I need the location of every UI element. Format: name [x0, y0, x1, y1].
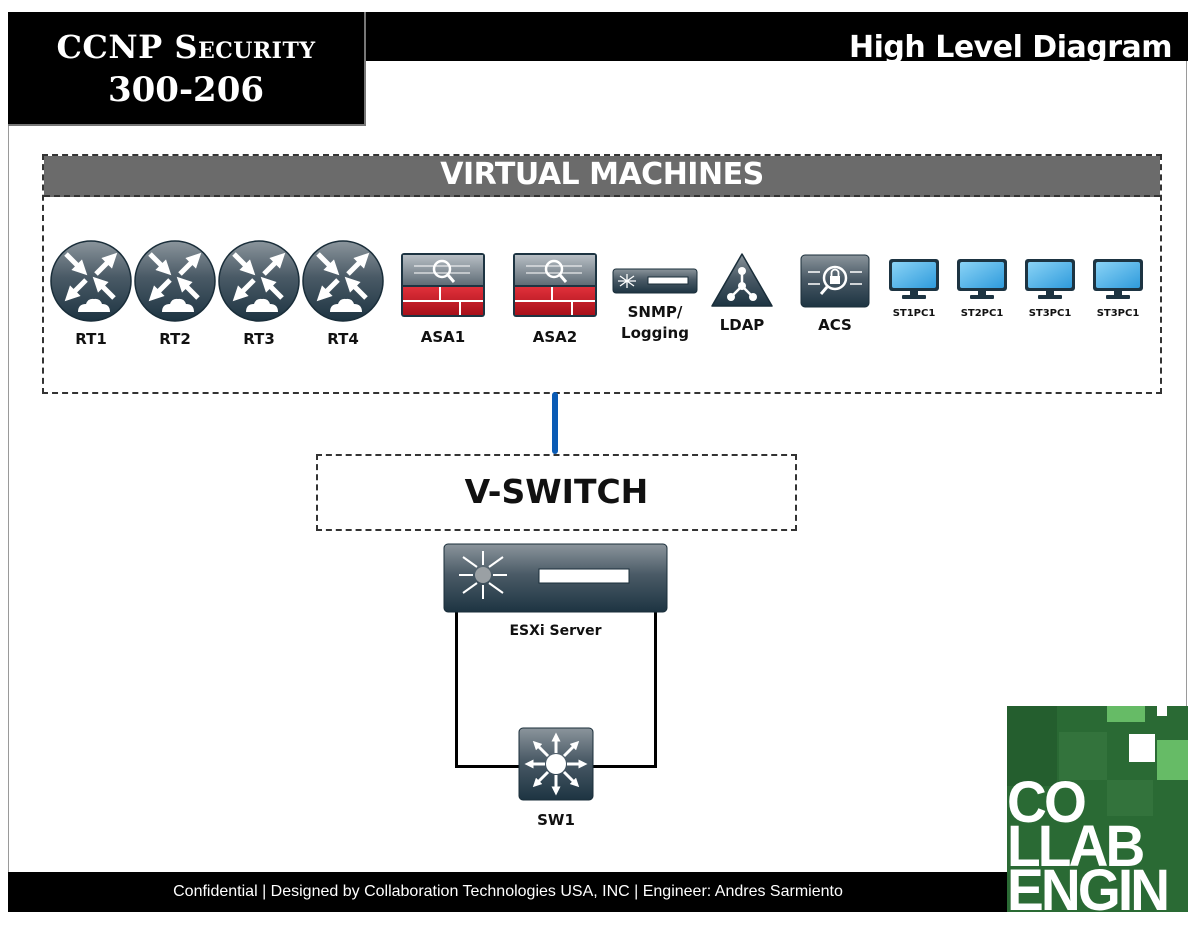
device-asa2[interactable]: ASA2: [512, 252, 598, 346]
layer3-switch-icon: [518, 727, 594, 801]
vswitch-label: V-SWITCH: [464, 472, 649, 511]
access-control-server-icon: [800, 254, 870, 308]
logo-tile: [1157, 740, 1188, 780]
logo-tile: [1157, 706, 1167, 716]
device-label: RT1: [75, 330, 107, 348]
device-rt1[interactable]: RT1: [50, 240, 132, 348]
device-rt2[interactable]: RT2: [134, 240, 216, 348]
logo-tile: [1129, 734, 1155, 762]
device-label: ST3PC1: [1028, 308, 1072, 319]
device-label-line2: Logging: [621, 324, 689, 342]
device-st3pc1-second[interactable]: ST3PC1: [1092, 258, 1144, 319]
pc-monitor-icon: [957, 259, 1007, 299]
device-rt4[interactable]: RT4: [302, 240, 384, 348]
router-icon: [302, 240, 384, 322]
logo-tile: [1107, 706, 1145, 722]
course-title: CCNP Security: [56, 28, 316, 66]
device-snmp-logging[interactable]: SNMP/ Logging: [612, 268, 698, 342]
device-label: SW1: [537, 811, 575, 829]
logo-text-line3: ENGIN: [1007, 858, 1170, 913]
course-code: 300-206: [107, 70, 265, 110]
logo-text-line2: LLAB: [1007, 814, 1145, 879]
device-label: ST1PC1: [892, 308, 936, 319]
device-rt3[interactable]: RT3: [218, 240, 300, 348]
virtual-machines-group: VIRTUAL MACHINES: [42, 154, 1162, 394]
logo-tile: [1059, 732, 1107, 780]
device-label-line1: SNMP/: [627, 303, 683, 321]
pc-monitor-icon: [889, 259, 939, 299]
device-acs[interactable]: ACS: [800, 254, 870, 334]
firewall-icon: [513, 253, 597, 317]
course-title-block: CCNP Security 300-206: [8, 12, 366, 126]
device-sw1[interactable]: SW1: [518, 727, 594, 829]
logo-text-line1: CO: [1007, 770, 1087, 835]
virtual-machines-header: VIRTUAL MACHINES: [44, 156, 1160, 197]
server-appliance-icon: [612, 268, 698, 294]
device-label: SNMP/ Logging: [572, 302, 738, 344]
device-label: ESXi Server: [509, 623, 602, 639]
directory-server-icon: [711, 253, 773, 307]
device-asa1[interactable]: ASA1: [400, 252, 486, 346]
device-esxi-server[interactable]: ESXi Server: [443, 543, 668, 639]
collab-engin-logo: CO LLAB ENGIN: [1007, 706, 1188, 912]
device-label: RT4: [327, 330, 359, 348]
router-icon: [218, 240, 300, 322]
device-label: ASA1: [420, 328, 466, 346]
pc-monitor-icon: [1093, 259, 1143, 299]
device-label: ASA2: [532, 328, 578, 346]
device-st1pc1[interactable]: ST1PC1: [888, 258, 940, 319]
pc-monitor-icon: [1025, 259, 1075, 299]
device-label: LDAP: [719, 316, 765, 334]
router-icon: [50, 240, 132, 322]
device-label: ST2PC1: [960, 308, 1004, 319]
firewall-icon: [401, 253, 485, 317]
footer-bar: Confidential | Designed by Collaboration…: [8, 872, 1008, 912]
router-icon: [134, 240, 216, 322]
vm-to-vswitch-link: [552, 392, 558, 454]
diagram-title: High Level Diagram: [849, 30, 1172, 65]
logo-tile: [1007, 706, 1057, 786]
device-st2pc1[interactable]: ST2PC1: [956, 258, 1008, 319]
device-st3pc1[interactable]: ST3PC1: [1024, 258, 1076, 319]
vswitch-box[interactable]: V-SWITCH: [316, 454, 797, 531]
footer-text: Confidential | Designed by Collaboration…: [173, 883, 843, 900]
device-label: ST3PC1: [1096, 308, 1140, 319]
device-label: RT3: [243, 330, 275, 348]
device-ldap[interactable]: LDAP: [710, 252, 774, 334]
server-switch-icon: [443, 543, 668, 613]
device-label: ACS: [818, 316, 852, 334]
logo-tile: [1107, 780, 1153, 816]
device-label: RT2: [159, 330, 191, 348]
